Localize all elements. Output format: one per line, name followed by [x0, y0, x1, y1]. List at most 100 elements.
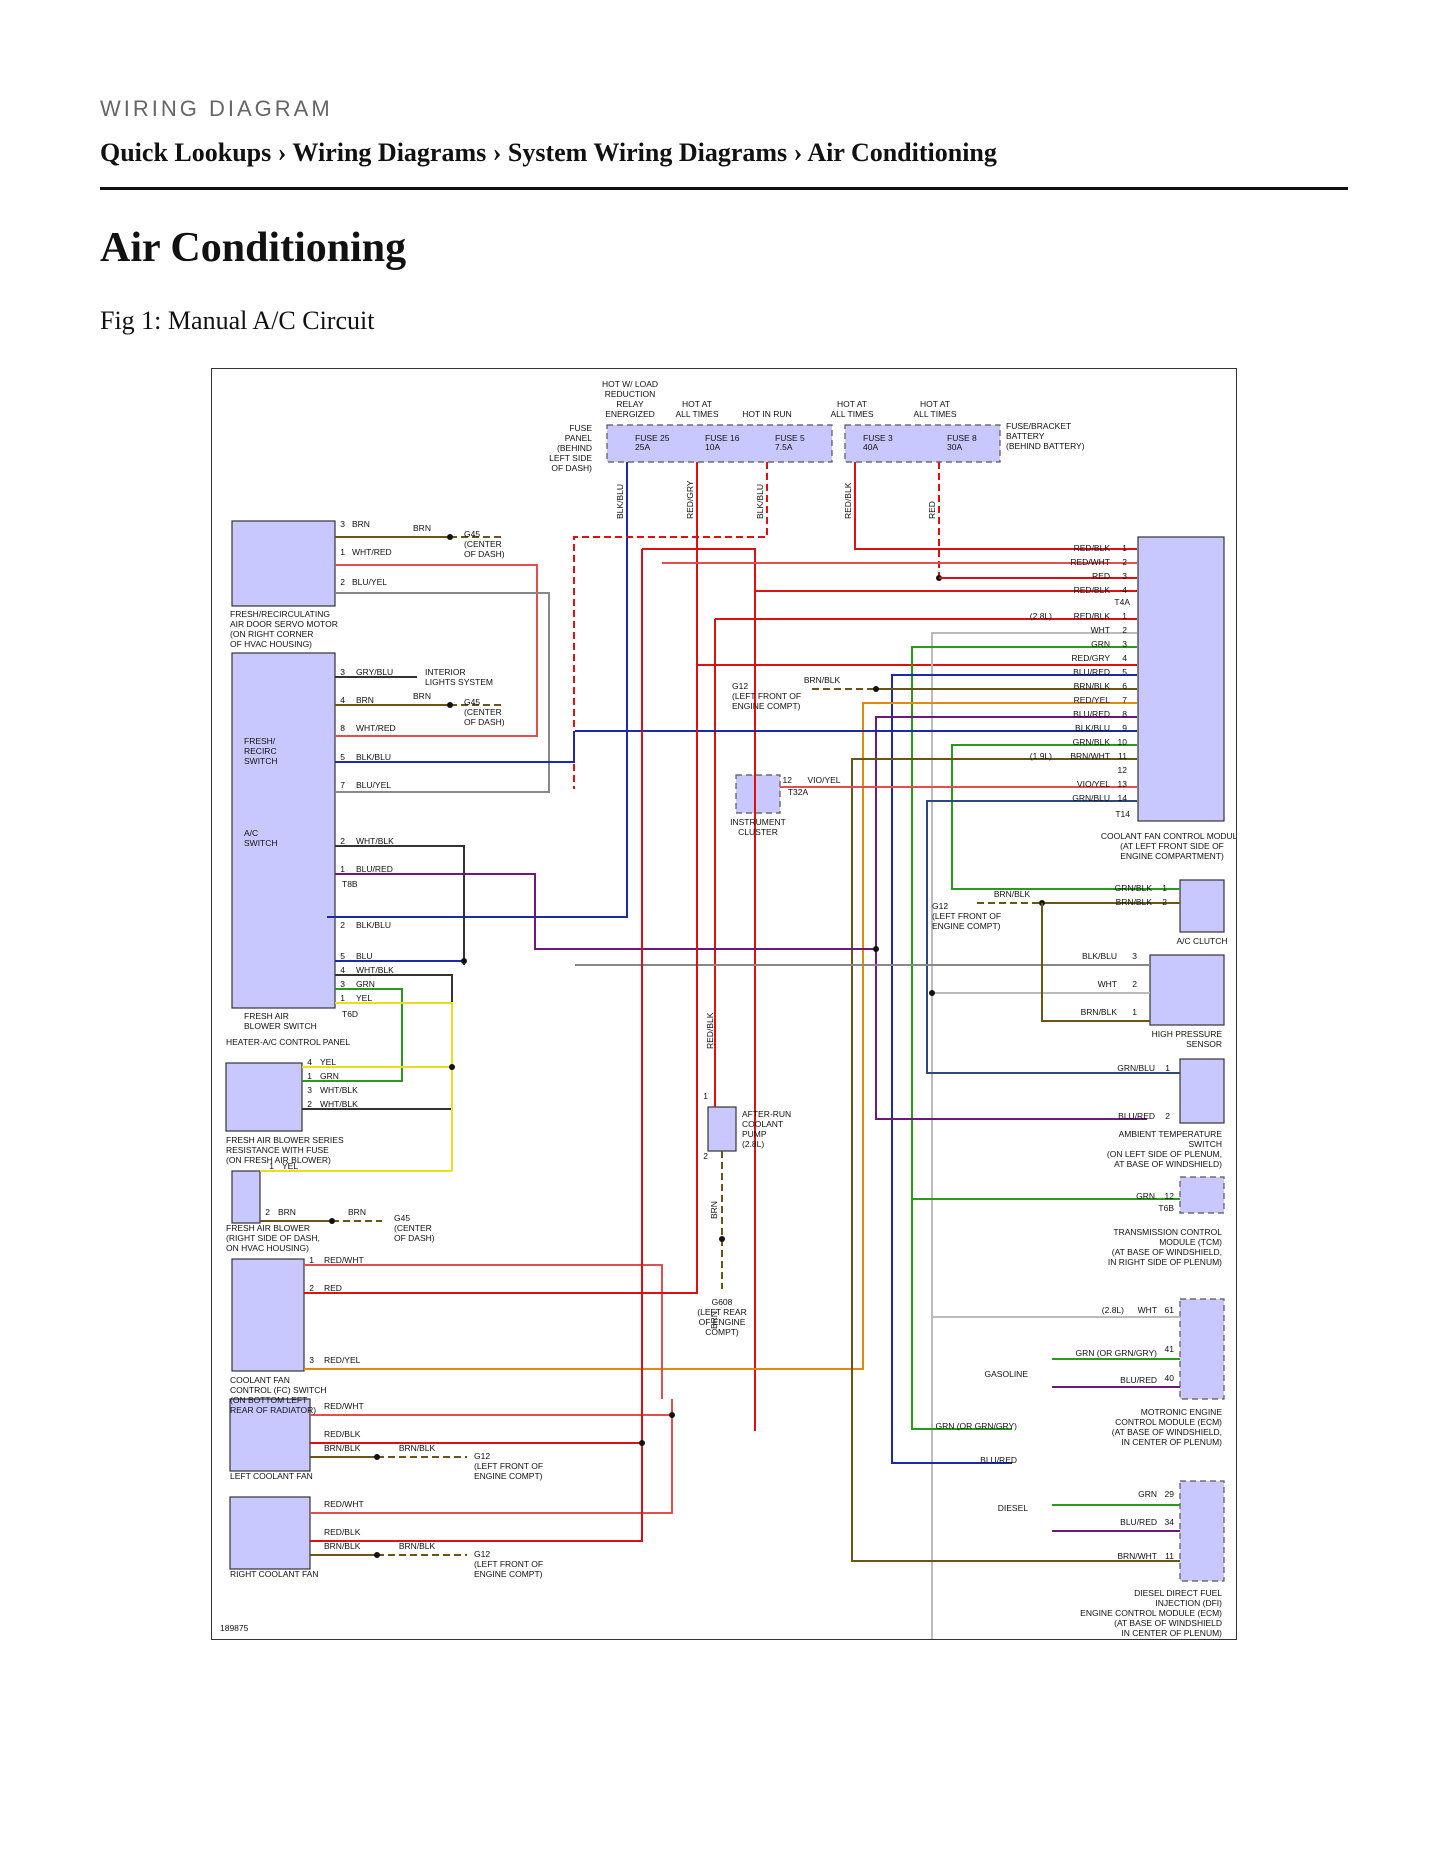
g45-label: (CENTER — [464, 539, 502, 549]
wire-label: BRN/BLK — [324, 1443, 361, 1453]
fuse-battery-box — [844, 424, 1001, 463]
ac-switch-label: SWITCH — [244, 838, 278, 848]
splice-dot — [873, 946, 879, 952]
ambient-switch-label: SWITCH — [1188, 1139, 1222, 1149]
diagram-id: 189875 — [220, 1623, 249, 1633]
fuse-header: HOT AT — [682, 399, 712, 409]
fuse-name: FUSE 8 — [947, 433, 977, 443]
coolant-fan-module-label: COOLANT FAN CONTROL MODULE — [1101, 831, 1236, 841]
after-run-pump-label: PUMP — [742, 1129, 767, 1139]
module-pin-label: 4 — [1122, 653, 1127, 663]
tcm-label: IN RIGHT SIDE OF PLENUM) — [1108, 1257, 1222, 1267]
wire-grn-switch — [302, 988, 403, 1082]
fc-switch-label: REAR OF RADIATOR) — [230, 1405, 316, 1415]
fresh-recirc-label: SWITCH — [244, 756, 278, 766]
pin-label: 1 — [1132, 1007, 1137, 1017]
wire-blu-yel-servo — [335, 592, 550, 793]
pin-label: 3 — [340, 667, 345, 677]
wire-label: BRN/BLK — [804, 675, 841, 685]
dfi-label: (AT BASE OF WINDSHIELD — [1114, 1618, 1222, 1628]
wire-label: WHT/RED — [356, 723, 396, 733]
pin-label: 3 — [340, 979, 345, 989]
motronic-label: MOTRONIC ENGINE — [1141, 1407, 1223, 1417]
wire-label: BRN — [278, 1207, 296, 1217]
fuse-header: ALL TIMES — [914, 409, 957, 419]
resistance-label: (ON FRESH AIR BLOWER) — [226, 1155, 331, 1165]
pin-label: 1 — [309, 1255, 314, 1265]
pin-label: 7 — [340, 780, 345, 790]
breadcrumb[interactable]: Quick Lookups › Wiring Diagrams › System… — [100, 138, 997, 167]
module-pin-label: 11 — [1118, 751, 1127, 761]
pin-label: 1 — [1165, 1063, 1170, 1073]
dfi-label: INJECTION (DFI) — [1155, 1598, 1222, 1608]
fuse-rating: 40A — [863, 442, 878, 452]
g608-label: (LEFT REAR — [697, 1307, 746, 1317]
fuse-panel-label: OF DASH) — [551, 463, 592, 473]
wire-label: WHT/BLK — [356, 836, 394, 846]
page-title: Air Conditioning — [100, 225, 407, 271]
wire-label: BRN — [356, 695, 374, 705]
instrument-cluster-label: CLUSTER — [738, 827, 778, 837]
left-fan-box — [229, 1398, 311, 1472]
pin-label: 5 — [340, 752, 345, 762]
module-pin-label: 1 — [1122, 611, 1127, 621]
gasoline-label: GASOLINE — [985, 1369, 1029, 1379]
g45-label: G45 — [464, 697, 480, 707]
left-fan-red-wht — [310, 1399, 673, 1416]
wire-blk-blu-fuse5 — [573, 462, 768, 789]
wire-blu-red-panel — [335, 873, 876, 950]
g45-label: OF DASH) — [394, 1233, 435, 1243]
fresh-air-blower-label: (RIGHT SIDE OF DASH, — [226, 1233, 320, 1243]
fc-switch-label: COOLANT FAN — [230, 1375, 290, 1385]
fuse-wire-label: RED/GRY — [685, 480, 695, 519]
servo-motor-box — [231, 520, 336, 607]
pin-label: 2 — [340, 577, 345, 587]
servo-motor-label: OF HVAC HOUSING) — [230, 639, 312, 649]
dfi-label: IN CENTER OF PLENUM) — [1121, 1628, 1222, 1638]
g12-label: G12 — [932, 901, 948, 911]
fuse-panel-label: (BEHIND — [557, 443, 592, 453]
wire-label: BLU — [356, 951, 373, 961]
ac-clutch-label: A/C CLUTCH — [1176, 936, 1227, 946]
g45-label: OF DASH) — [464, 717, 505, 727]
fuse-header: ALL TIMES — [831, 409, 874, 419]
module-wire-label: WHT — [1091, 625, 1110, 635]
pin-label: 1 — [1162, 883, 1167, 893]
module-pin-label: 9 — [1122, 723, 1127, 733]
wire-label: BRN/BLK — [994, 889, 1031, 899]
pin-label: 2 — [1165, 1111, 1170, 1121]
pin-label: 3 — [307, 1085, 312, 1095]
module-wire-label: RED — [1092, 571, 1110, 581]
servo-motor-label: (ON RIGHT CORNER — [230, 629, 313, 639]
fuse-panel-box — [606, 424, 833, 463]
diesel-label: DIESEL — [998, 1503, 1029, 1513]
wire-label: RED/WHT — [324, 1255, 364, 1265]
pin-label: 1 — [340, 864, 345, 874]
pin-label: 40 — [1165, 1373, 1175, 1383]
dfi-label: ENGINE CONTROL MODULE (ECM) — [1080, 1608, 1222, 1618]
module-pin-label: 6 — [1122, 681, 1127, 691]
fuse-name: FUSE 25 — [635, 433, 670, 443]
module-pin-label: 1 — [1122, 543, 1127, 553]
wire-brn-wht-t14-11 — [851, 758, 1180, 1562]
splice-dot — [669, 1412, 675, 1418]
fresh-recirc-label: RECIRC — [244, 746, 277, 756]
module-wire-label: RED/BLK — [1074, 585, 1111, 595]
fuse-battery-label: BATTERY — [1006, 431, 1045, 441]
wire-label: BRN — [348, 1207, 366, 1217]
motronic-label: (AT BASE OF WINDSHIELD, — [1112, 1427, 1222, 1437]
wire-label: BLK/BLU — [356, 752, 391, 762]
g12-label: ENGINE COMPT) — [732, 701, 801, 711]
fuse-wire-label: RED/BLK — [843, 482, 853, 519]
wire-label: BLU/RED — [980, 1455, 1017, 1465]
module-wire-label: BLU/RED — [1073, 667, 1110, 677]
wire-label: WHT — [1098, 979, 1117, 989]
wire-red-blk-t4a-1 — [642, 548, 756, 1431]
tcm-label: TRANSMISSION CONTROL — [1113, 1227, 1222, 1237]
g12-label: (LEFT FRONT OF — [474, 1559, 543, 1569]
wire-label: BRN — [413, 691, 431, 701]
pin-label: 8 — [340, 723, 345, 733]
fuse-header: HOT IN RUN — [742, 409, 791, 419]
wire-grn-t14-3 — [911, 646, 1137, 1430]
